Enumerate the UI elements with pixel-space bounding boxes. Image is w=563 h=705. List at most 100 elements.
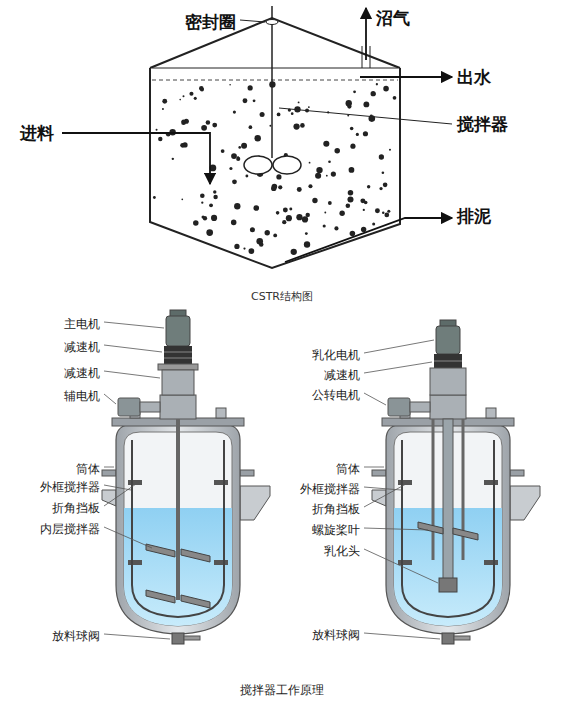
sludge-dot [326, 175, 328, 177]
sludge-dot [265, 230, 270, 235]
sludge-dot [383, 86, 389, 92]
illustration-part [104, 345, 162, 352]
illustration-part [388, 398, 410, 416]
sludge-dot [211, 215, 217, 221]
sludge-dot [172, 158, 174, 160]
sludge-dot [234, 244, 239, 249]
part-label-slot: 搅拌器 [457, 114, 508, 134]
sludge-dot [296, 214, 302, 220]
sludge-dot [350, 231, 356, 237]
illustration-part [434, 354, 462, 368]
sludge-dot [302, 216, 308, 222]
sludge-dot [162, 99, 167, 104]
sludge-dot [383, 182, 388, 187]
sludge-dot [363, 102, 369, 108]
part-label: 减速机 [64, 340, 100, 354]
sludge-dot [297, 187, 302, 192]
sludge-dot [237, 156, 239, 158]
illustration-part [164, 358, 192, 359]
illustration-part [140, 402, 160, 412]
sludge-dot [364, 201, 368, 205]
sludge-dot [232, 179, 237, 184]
part-label: 搅拌器 [457, 114, 508, 134]
sludge-dot [253, 205, 259, 211]
illustration-part [430, 368, 466, 395]
part-label-slot: 出水 [457, 67, 491, 87]
sludge-dot [248, 248, 254, 254]
illustration-part [436, 326, 460, 354]
cstr-tank [62, 6, 452, 268]
illustration-part [104, 484, 136, 506]
caption: 搅拌器工作原理 [240, 683, 324, 697]
sludge-dot [356, 133, 359, 136]
sludge-dot [231, 220, 237, 226]
illustration-part [453, 528, 478, 540]
part-label-slot: 外框搅拌器 [300, 478, 360, 497]
sludge-dot [291, 112, 294, 115]
caption-slot: 搅拌器工作原理 [240, 679, 324, 698]
sludge-dot [199, 86, 204, 91]
illustration-part [158, 364, 198, 370]
sludge-dot [293, 123, 299, 129]
illustration-part [370, 46, 371, 68]
part-label-slot: 公转电机 [312, 384, 360, 403]
illustration-part [364, 484, 406, 507]
illustration-part [146, 544, 175, 557]
illustration-part [104, 485, 131, 490]
illustration-part [365, 8, 367, 60]
illustration-part [364, 467, 384, 468]
sludge-dot [348, 190, 354, 196]
illustration-part [266, 20, 278, 25]
illustration-part [176, 419, 180, 600]
sludge-dot [254, 135, 260, 141]
sludge-dot [350, 127, 354, 131]
sludge-dot [250, 227, 255, 232]
sludge-dot [367, 185, 370, 188]
sludge-dot [238, 146, 241, 149]
sludge-dot [282, 220, 286, 224]
part-label-slot: CSTR结构图 [251, 285, 313, 304]
sludge-dot [347, 196, 353, 202]
leader-lines [104, 322, 440, 639]
sludge-dot [209, 203, 213, 207]
sludge-dot [339, 211, 344, 216]
sludge-dot [158, 137, 162, 141]
sludge-dot [273, 234, 277, 238]
sludge-dot [194, 97, 197, 100]
sludge-dot [243, 247, 245, 249]
sludge-dot [382, 212, 385, 215]
sludge-dot [231, 153, 237, 159]
sludge-dot [331, 171, 336, 176]
mixer-vessel [102, 310, 270, 644]
sludge-dot [181, 198, 183, 200]
illustration-part [104, 527, 152, 548]
sludge-dot [308, 106, 310, 108]
illustration-part [244, 156, 272, 174]
illustration-part [364, 633, 440, 639]
part-label: 乳化电机 [312, 348, 360, 362]
sludge-dot [212, 123, 217, 128]
part-label-slot: 放料球阀 [52, 625, 100, 644]
part-label: 折角挡板 [312, 502, 360, 516]
part-label: 主电机 [64, 317, 100, 331]
sludge-dot [162, 108, 164, 110]
sludge-dot [328, 201, 332, 205]
sludge-dot [324, 212, 326, 214]
illustration-part [364, 340, 434, 353]
sludge-dot [353, 90, 356, 93]
sludge-dot [308, 184, 312, 188]
illustration-part [418, 522, 443, 534]
illustration-part [104, 634, 170, 639]
sludge-dot [249, 125, 253, 129]
sludge-dot [229, 167, 232, 170]
sludge-dot [283, 207, 288, 212]
sludge-dot [213, 195, 217, 199]
illustration-part [372, 395, 540, 644]
illustration-part [102, 395, 270, 644]
sludge-dot [323, 224, 326, 227]
part-label-slot: 进料 [20, 123, 54, 143]
illustration-part [410, 402, 430, 412]
sludge-dot [379, 154, 384, 159]
sludge-dot [269, 125, 271, 127]
